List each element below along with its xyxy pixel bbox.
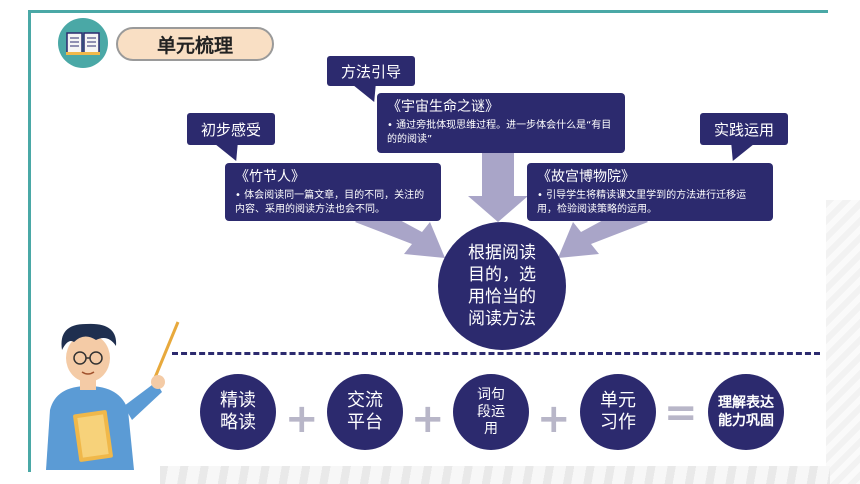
card-gugong: 《故宫博物院》 • 引导学生将精读课文里学到的方法进行迁移运用，检验阅读策略的运… xyxy=(527,163,773,221)
term-result: 理解表达能力巩固 xyxy=(708,374,784,450)
center-line: 根据阅读 xyxy=(468,243,536,263)
card-desc: • 体会阅读同一篇文章，目的不同，关注的内容、采用的阅读方法也会不同。 xyxy=(235,190,425,215)
callout-first-feel: 初步感受 xyxy=(187,113,275,145)
center-goal-circle: 根据阅读 目的，选 用恰当的 阅读方法 xyxy=(438,222,566,350)
side-decoration xyxy=(826,200,860,484)
plus-operator: + xyxy=(537,396,571,442)
term-word-sentence-use: 词句段运用 xyxy=(453,374,529,450)
pointer-stick-icon xyxy=(152,321,180,381)
plus-operator: + xyxy=(285,396,319,442)
center-line: 阅读方法 xyxy=(468,309,536,329)
card-zhujie: 《竹节人》 • 体会阅读同一篇文章，目的不同，关注的内容、采用的阅读方法也会不同… xyxy=(225,163,441,221)
plus-operator: + xyxy=(411,396,445,442)
teacher-illustration xyxy=(46,321,180,470)
callout-practice: 实践运用 xyxy=(700,113,788,145)
card-desc: • 通过旁批体现思维过程。进一步体会什么是“有目的的阅读” xyxy=(387,120,612,145)
arrow-down-center xyxy=(468,153,528,222)
card-title: 《宇宙生命之谜》 xyxy=(387,99,499,115)
bottom-decoration xyxy=(160,466,830,484)
term-intensive-skim-reading: 精读略读 xyxy=(200,374,276,450)
equals-operator: = xyxy=(664,390,698,436)
term-exchange-platform: 交流平台 xyxy=(327,374,403,450)
card-title: 《竹节人》 xyxy=(235,169,305,185)
term-unit-writing: 单元习作 xyxy=(580,374,656,450)
center-line: 用恰当的 xyxy=(468,287,536,307)
dashed-divider xyxy=(172,352,820,355)
callout-method-guide: 方法引导 xyxy=(327,56,415,86)
section-title: 单元梳理 xyxy=(116,27,274,61)
card-desc: • 引导学生将精读课文里学到的方法进行迁移运用，检验阅读策略的运用。 xyxy=(537,190,747,215)
card-title: 《故宫博物院》 xyxy=(537,169,635,185)
book-icon xyxy=(58,18,108,68)
center-line: 目的，选 xyxy=(468,265,536,285)
card-yuzhou: 《宇宙生命之谜》 • 通过旁批体现思维过程。进一步体会什么是“有目的的阅读” xyxy=(377,93,625,153)
